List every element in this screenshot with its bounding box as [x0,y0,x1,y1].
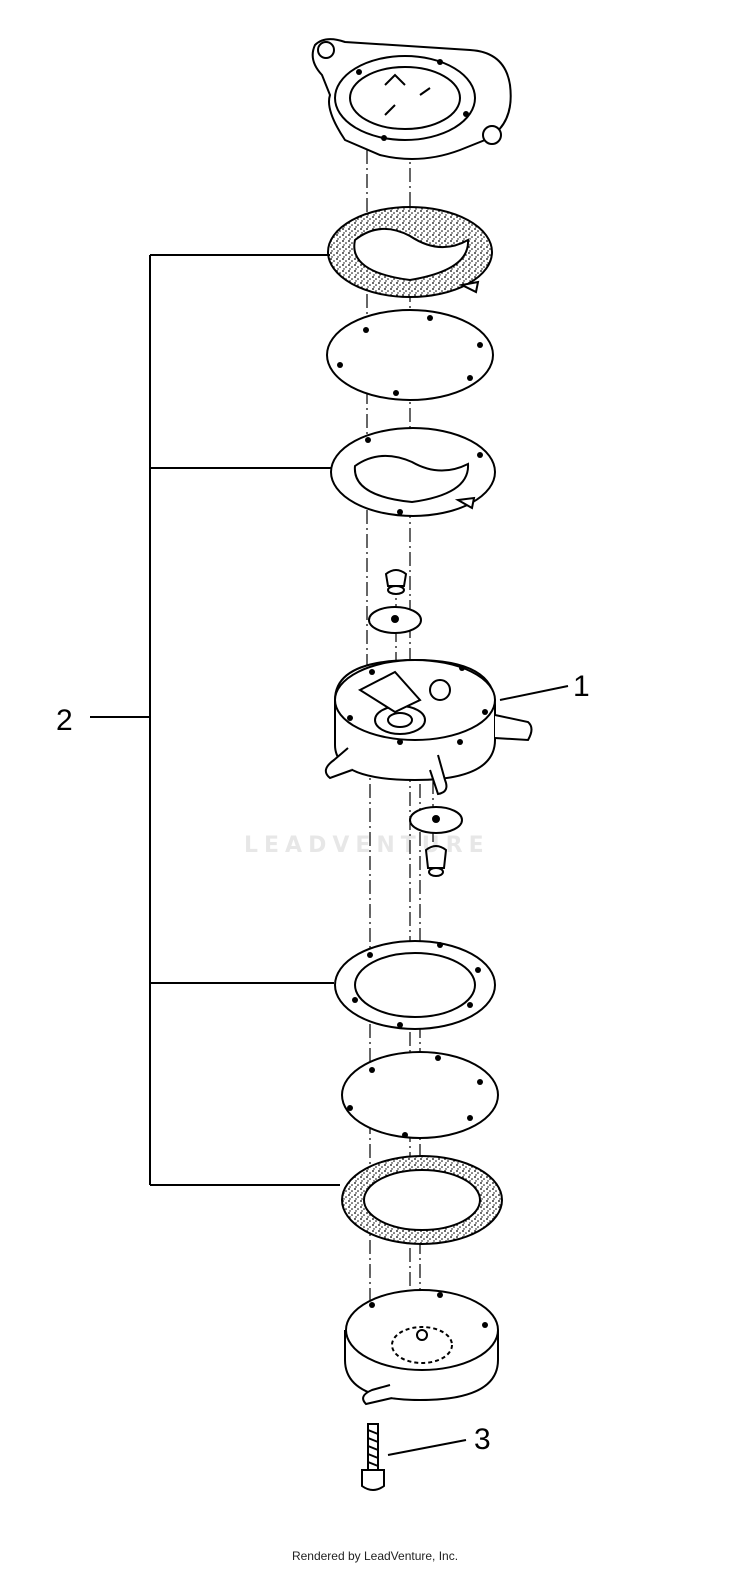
callout-leaders [387,685,569,1456]
callout-number-2: 2 [56,704,73,737]
valve-plate-holes [365,437,483,515]
diaphragm-top-holes [337,315,483,396]
check-valve-lower [409,806,463,877]
cover-screw-holes [356,59,469,141]
pump-body [324,658,533,796]
pump-bottom-cover [344,1289,499,1406]
gasket-speckled-bottom [341,1155,503,1245]
callout-number-3: 3 [474,1423,491,1456]
watermark-text: LEADVENTURE [244,833,490,858]
bottom-cover-holes [369,1292,488,1328]
mounting-screw [361,1423,385,1491]
diaphragm-lower [341,1051,499,1139]
pump-top-cover [311,38,512,160]
gasket-speckled-top [327,206,493,298]
valve-plate-gasket [330,427,496,517]
callout-2-bracket [90,254,340,1186]
check-valve-upper [368,569,422,634]
pump-body-bolts [347,665,488,745]
gasket-ring-lower [334,940,496,1030]
callout-number-1: 1 [573,670,590,703]
footer-credit: Rendered by LeadVenture, Inc. [291,1549,459,1563]
gasket-ring-lower-holes [352,942,481,1028]
diaphragm-top [326,309,494,401]
diaphragm-lower-holes [347,1055,483,1138]
